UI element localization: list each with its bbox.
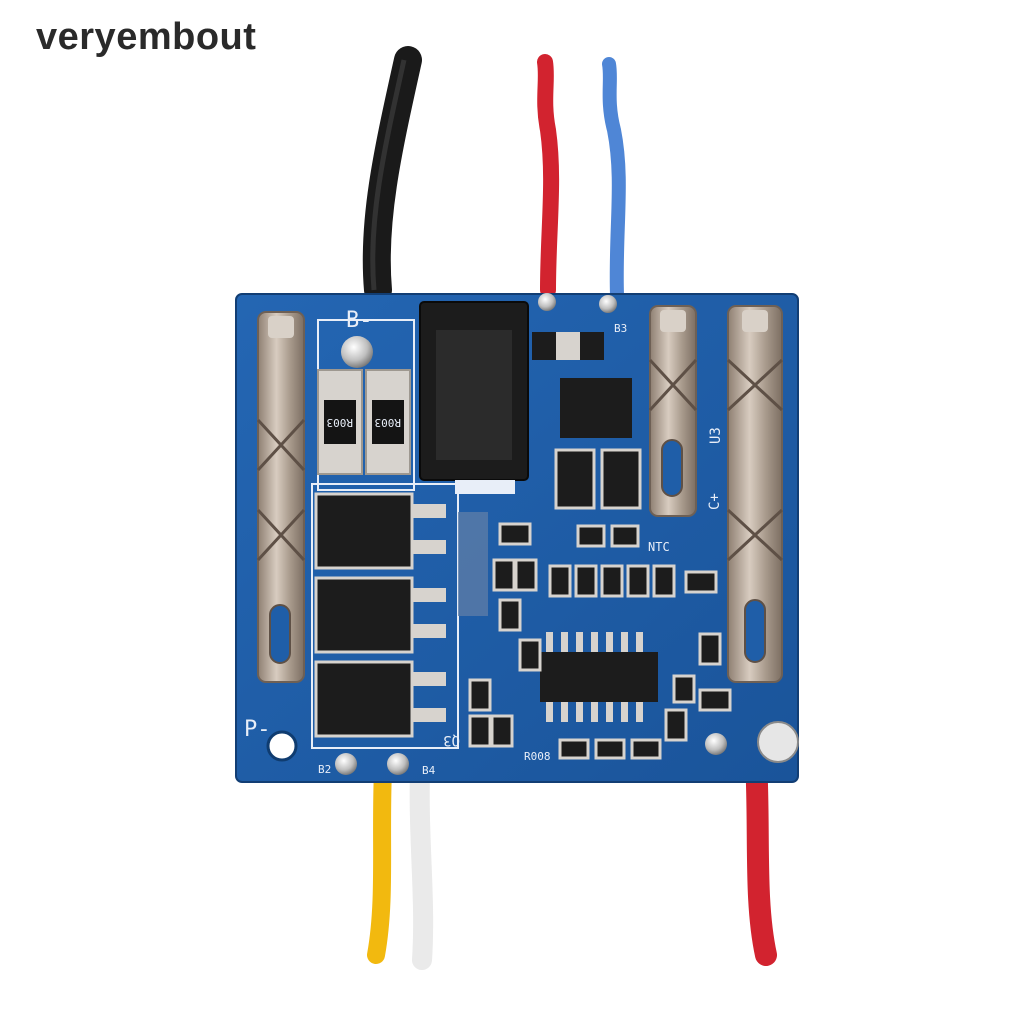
label-b4: B4 — [422, 764, 436, 777]
black-wire — [362, 46, 422, 304]
label-ntc: NTC — [648, 540, 670, 554]
ic-sot-1 — [554, 448, 596, 510]
screw-bottom-right — [705, 733, 727, 755]
screw-top-red — [538, 293, 556, 311]
right-terminal-strip — [726, 305, 784, 683]
controller-ic — [540, 632, 658, 722]
label-q3: Q3 — [443, 732, 460, 748]
screw-bottom-left — [335, 753, 357, 775]
label-r003-a: R003 — [327, 416, 354, 429]
ic-top — [560, 378, 632, 438]
label-r008: R008 — [524, 750, 551, 763]
label-b3: B3 — [614, 322, 627, 335]
label-c-plus: C+ — [707, 493, 723, 510]
red-wire-bottom — [745, 749, 777, 966]
smd-passives — [468, 522, 732, 760]
label-r003-b: R003 — [375, 416, 402, 429]
yellow-wire — [367, 761, 392, 964]
white-wire — [409, 760, 434, 970]
sense-resistors — [317, 369, 411, 475]
blue-wire-top — [602, 57, 626, 302]
screw-bottom-mid — [387, 753, 409, 775]
mosfet-array — [311, 483, 459, 749]
red-wire-top — [537, 54, 560, 298]
label-u3: U3 — [708, 427, 724, 444]
middle-terminal — [648, 305, 698, 517]
hole-bottom-right — [757, 721, 799, 763]
label-p-minus: P- — [244, 717, 271, 742]
store-watermark: veryembout — [36, 16, 257, 58]
left-terminal-strip — [256, 311, 306, 683]
screw-b-minus — [341, 336, 373, 368]
hole-bottom-left — [266, 730, 298, 762]
label-b2: B2 — [318, 763, 331, 776]
label-b-minus: B- — [346, 308, 373, 333]
ic-sot-2 — [600, 448, 642, 510]
screw-top-blue — [599, 295, 617, 313]
